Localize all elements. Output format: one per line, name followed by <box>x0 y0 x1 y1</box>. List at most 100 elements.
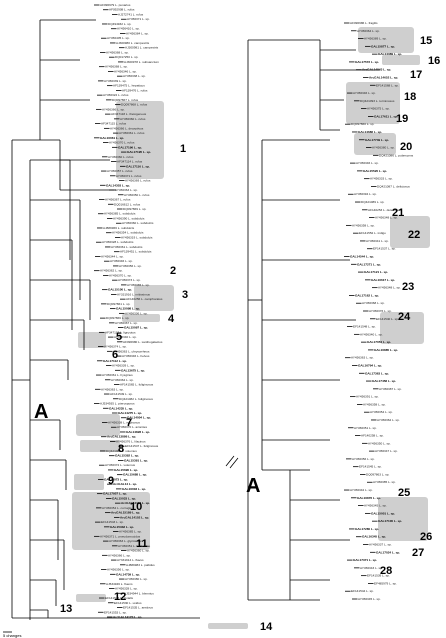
clade-number-12: 12 <box>114 591 126 603</box>
tip-label: AY456358 L. sp. <box>363 402 386 406</box>
root-label-left: A <box>34 401 48 423</box>
tip-label: AJ889966 L. subdulcis <box>103 226 135 230</box>
tip-label: AY456348 L. sp. <box>378 286 401 290</box>
tip-label: AY456367 L. rufus <box>105 198 131 202</box>
tip-label: GAL17112 L. sp. <box>103 359 127 363</box>
tip-label: AY456346 L. sp. <box>110 259 133 263</box>
clade-number-17: 17 <box>410 69 422 81</box>
tip-label: AJ889983 L. pallidus <box>126 563 155 567</box>
tip-label: AJ300978 L. subsanctum <box>124 60 159 64</box>
clade-number-7: 7 <box>126 417 132 429</box>
highlight-clade-20 <box>354 133 396 155</box>
tip-label: GAL15001 L. sp. <box>371 511 395 515</box>
tip-label: AY456344 L. sp. <box>101 254 124 258</box>
highlight-clade-5 <box>78 332 106 348</box>
tip-label: AY456347 L. sp. <box>375 449 398 453</box>
tip-label: GAL16885 L. sp. <box>374 348 398 352</box>
tip-label: GAL15097 L. sp. <box>124 326 148 330</box>
tip-label: DQ017250 L. sp. <box>115 55 139 59</box>
tip-label: AY456405 L. sp. <box>107 36 130 40</box>
tip-label: DQ097867 L. rufus <box>112 98 139 102</box>
tip-label: GAL17271 L. sp. <box>357 262 381 266</box>
tip-label: GAL14544 L. sp. <box>350 255 374 259</box>
tip-label: AJ300981 L. campestris <box>125 46 159 50</box>
tip-label: AF140258 L. sp. <box>361 434 384 438</box>
tip-label: AY456338 L. ruginosus <box>108 420 140 424</box>
tip-label: AY456360 L. sp. <box>127 549 150 553</box>
tip-label: AY456366 L. sp. <box>102 107 125 111</box>
tip-label: AY456360 L. rufus <box>120 117 146 121</box>
highlight-clade-3 <box>134 285 174 311</box>
clade-number-5: 5 <box>116 331 122 343</box>
tip-label: GAL16876 L. sp. <box>357 496 381 500</box>
tip-label: AY456389 L. sp. <box>364 37 387 41</box>
clade-number-15: 15 <box>420 35 432 47</box>
tip-label: GAL16073 L. sp. <box>104 477 128 481</box>
tip-label: EF485979 L. sp. <box>374 581 397 585</box>
tip-label: DQ494932 L. sp. <box>108 22 132 26</box>
tip-label: AY456361 L. rufus <box>119 131 145 135</box>
root-label-right: A <box>246 475 260 497</box>
highlight-clade-7 <box>76 414 120 436</box>
tip-label: GAL16061 L. sp. <box>100 136 124 140</box>
tip-label: AY456363 L. sp. <box>101 387 124 391</box>
highlight-clade-18 <box>346 82 400 124</box>
tip-label: GAL17957 L. sp. <box>103 492 127 496</box>
clade-number-20: 20 <box>400 141 412 153</box>
tip-label: EF141544 L. sp. <box>351 589 374 593</box>
tip-label: GAL16345 L. sp. <box>362 535 386 539</box>
tip-label: AY456369 L. rufus <box>125 179 151 183</box>
tip-label: EF141543 L. sp. <box>101 520 124 524</box>
tip-label: AY456385 L. sp. <box>373 480 396 484</box>
tip-label: GAL17121 L. sp. <box>364 270 388 274</box>
tip-label: ArcGAL14118 L. sp. <box>121 501 150 505</box>
tip-label: AY456364 L. sp. <box>357 29 380 33</box>
tip-label: ArcGAL14843 L. sp. <box>362 68 391 72</box>
highlight-clade-16 <box>382 55 420 65</box>
tip-label: AY456354 L. corrugis <box>102 506 132 510</box>
tip-label: AY456363 L. glyciosmus <box>109 539 143 543</box>
tip-label: ArcGAL13886 L. sp. <box>107 435 136 439</box>
clade-number-21: 21 <box>392 207 404 219</box>
clade-number-14: 14 <box>260 621 273 633</box>
tip-label: DQ421086 L. pubescens <box>379 153 414 157</box>
tip-label: GAL17280 L. sp. <box>355 527 379 531</box>
tip-label: AY456356 L. sp. <box>119 264 142 268</box>
tip-label: GAL14828 L. sp. <box>126 430 150 434</box>
tip-label: GAL15100 L. sp. <box>108 288 132 292</box>
tip-label: DQ097869 L. sp. <box>123 207 147 211</box>
tip-label: GAL14686 L. sp. <box>358 130 382 134</box>
tip-label: AY456380 L. sp. <box>125 577 148 581</box>
tip-label: AY456384 L. sp. <box>126 31 149 35</box>
tip-label: AY456346 L. helvus <box>122 354 150 358</box>
highlight-clade-24 <box>380 312 424 344</box>
tip-label: GAL17024 L. sp. <box>376 550 400 554</box>
tip-label: AY456357 L. rufus <box>107 169 133 173</box>
tip-label: AY456380 L. sp. <box>372 146 395 150</box>
highlight-clade-22 <box>390 216 430 248</box>
tip-label: AY456333 L. sp. <box>370 177 393 181</box>
tip-label: AY456376 L. lilacinus <box>116 439 146 443</box>
tip-label: AY456356 L. sp. <box>107 568 130 572</box>
tip-label: AY456362 L. sp. <box>100 269 123 273</box>
clade-number-3: 3 <box>182 289 188 301</box>
tip-label: GAL17363 L. sp. <box>365 371 389 375</box>
tip-label: DQ421089 L. sp. <box>361 200 385 204</box>
clade-number-9: 9 <box>108 475 114 487</box>
tip-label: AF139451 L. subdulcis <box>120 250 152 254</box>
tip-label: AY456363 L. chrysorrheus <box>113 349 150 353</box>
tip-label: DQ097861 L. sp. <box>107 302 131 306</box>
tip-label: AY456340 L. sp. <box>360 332 383 336</box>
tip-label: AF347114 L. rufus <box>117 160 143 164</box>
tip-label: AY456322 L. rufus <box>103 93 129 97</box>
tip-label: AY456367 L. sp. <box>115 321 138 325</box>
tip-label: ArcGAL14170 L. sp. <box>113 615 142 619</box>
tip-label: GAL15391 L. sp. <box>124 458 148 462</box>
tip-label: AY456385 L. subdulcis <box>104 212 136 216</box>
tip-label: AY331916 L. mitissimus <box>117 292 150 296</box>
tip-label: GAL16794 L. sp. <box>358 363 382 367</box>
tip-label: AY456372 L. volemus <box>105 463 135 467</box>
tip-label: GAL13675 L. sp. <box>121 368 145 372</box>
clade-number-25: 25 <box>398 487 410 499</box>
